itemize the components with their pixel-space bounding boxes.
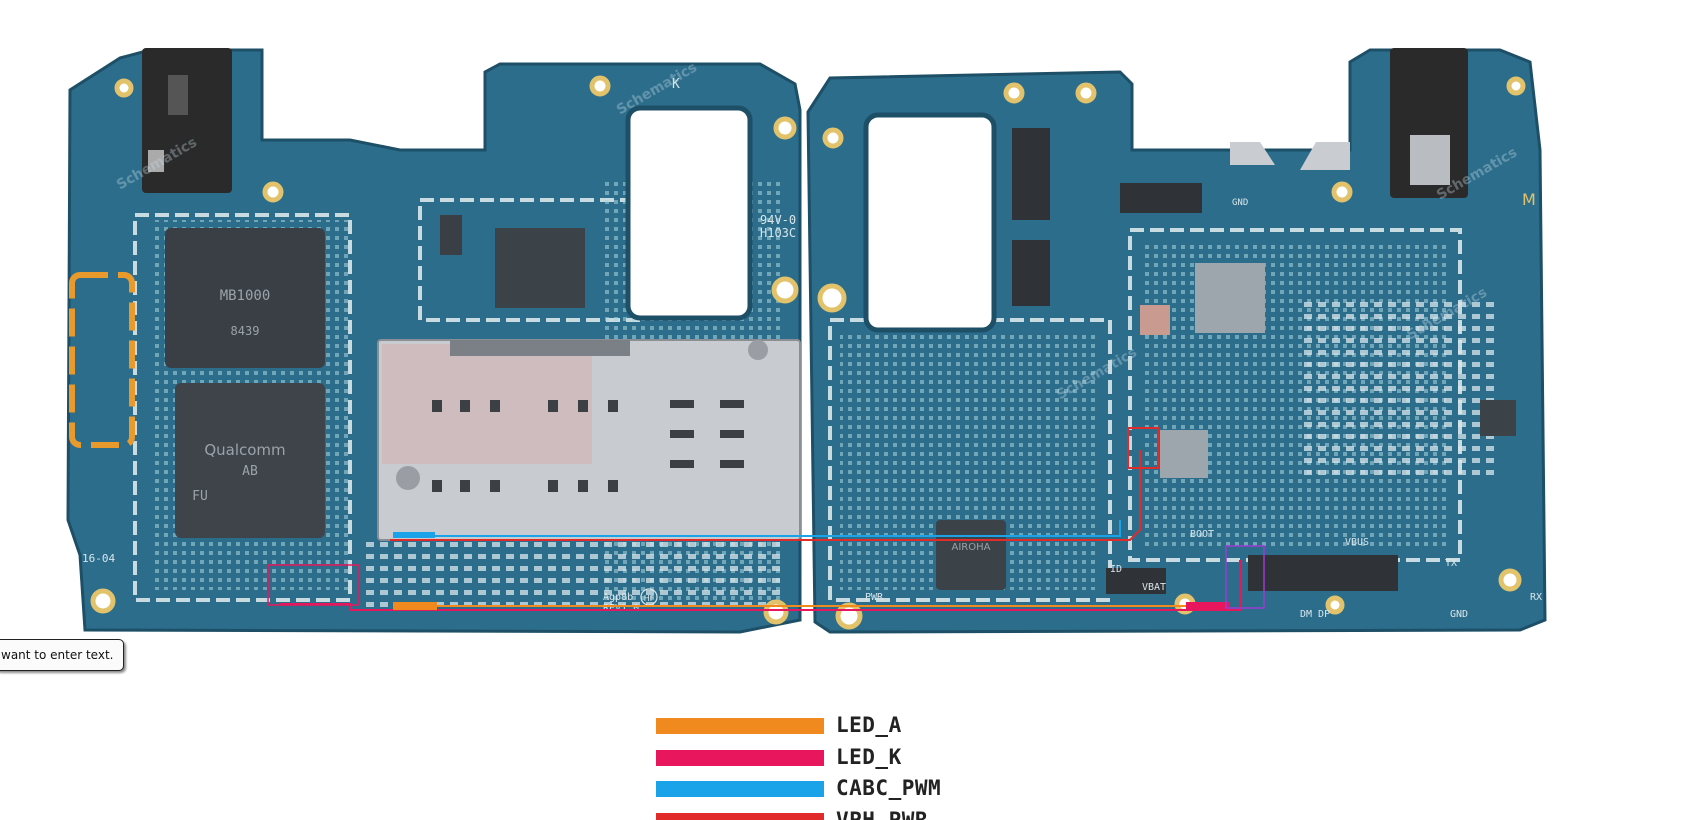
audio-jack-left [142,48,232,193]
legend-label: VPH_PWR [836,807,929,820]
silk-tx: TX [1445,558,1457,569]
silk-rev-circle: HF [644,594,655,603]
trace-highlight-led-a [393,602,437,610]
tooltip-text: want to enter text. [1,648,114,662]
right-board: AIROHA VBAT BOOT VBUS DM DP GND TX RX ID [806,48,1547,634]
text-entry-tooltip: want to enter text. [0,639,125,671]
silk-boot: BOOT [1190,529,1214,540]
legend-swatch [656,812,824,820]
trace-vph-pwr [390,450,1141,541]
trace-highlight-pink-box [267,564,359,606]
legend-swatch [656,718,824,734]
trace-highlight-cabc [393,532,435,538]
silk-m: M [1522,190,1536,209]
fpc-connector-top [1012,128,1050,220]
silk-pwr: PWR [865,592,884,603]
chip-qualcomm-label: Qualcomm [204,441,285,459]
legend-item-vph-pwr: VPH_PWR [656,807,1056,820]
legend-label: LED_A [836,713,902,737]
silk-date: 16-04 [82,552,115,565]
trace-led-k [280,560,1241,611]
pmic-chip [1195,263,1265,333]
chip-mem-label: MB1000 [220,288,271,304]
camera-cutout-right [863,112,997,333]
left-board: MB1000 Qualcomm AB FU 8439 [66,48,802,634]
legend-swatch [656,781,824,797]
legend-item-cabc-pwm: CABC_PWM [656,775,1056,807]
silk-dm-dp: DM DP [1300,609,1330,620]
signal-legend: LED_A LED_K CABC_PWM VPH_PWR [656,712,1056,820]
legend-item-led-k: LED_K [656,744,1056,776]
chip-code-label: 8439 [231,324,260,338]
legend-label: CABC_PWM [836,776,942,800]
orange-frame [69,272,135,448]
camera-cutout-left [625,105,753,321]
signal-traces [267,427,1265,611]
chip-airoha-label: AIROHA [952,542,991,553]
silk-vbat: VBAT [1142,582,1166,593]
soc-chip [175,383,325,538]
trace-cabc-pwm [393,520,1121,537]
trace-highlight-purple-box [1225,545,1265,609]
legend-label: LED_K [836,744,902,769]
chip-ab-label: AB [242,464,258,479]
silk-code1: 94V-0 [760,213,796,227]
legend-item-led-a: LED_A [656,712,1056,744]
legend-swatch [656,749,824,766]
trace-highlight-led-k [1186,602,1230,610]
pcb-board-diagram: MB1000 Qualcomm AB FU 8439 [66,48,1547,634]
memory-chip [165,228,325,368]
silk-id: ID [1110,564,1122,575]
silk-gnd-top: GND [1232,198,1248,208]
silk-gnd: GND [1450,609,1468,620]
trace-highlight-vph [1127,427,1159,469]
silk-rev-version: REV1.0 [603,603,639,614]
fpc-connector-bottom [1248,555,1398,591]
silk-k: K [672,77,680,92]
rf-chip [936,520,1006,590]
silk-code2: H103C [760,226,796,240]
silk-vbus: VBUS [1345,537,1369,548]
silk-rev-left: Agp8b [603,592,633,603]
silk-rx: RX [1530,592,1542,603]
chip-fu-label: FU [192,489,208,504]
